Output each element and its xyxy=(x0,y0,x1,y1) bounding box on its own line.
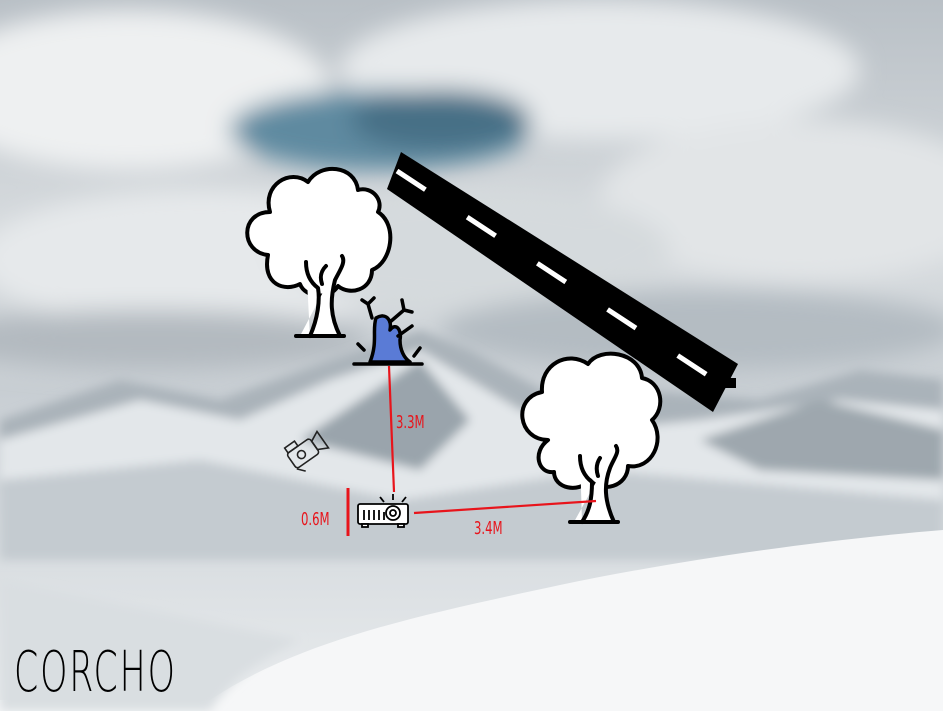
distance-line-tree xyxy=(414,501,596,513)
projector-icon xyxy=(358,494,408,527)
video-camera-icon xyxy=(283,427,332,474)
brand-logo-text: CORCHO xyxy=(14,640,177,705)
height-label: 0.6M xyxy=(301,509,330,530)
tree-icon xyxy=(522,354,660,522)
broken-tree-icon xyxy=(354,298,422,364)
distance-label-tree: 3.4M xyxy=(474,518,503,539)
distance-label-trunk: 3.3M xyxy=(396,412,425,433)
distance-line-trunk xyxy=(389,366,394,492)
